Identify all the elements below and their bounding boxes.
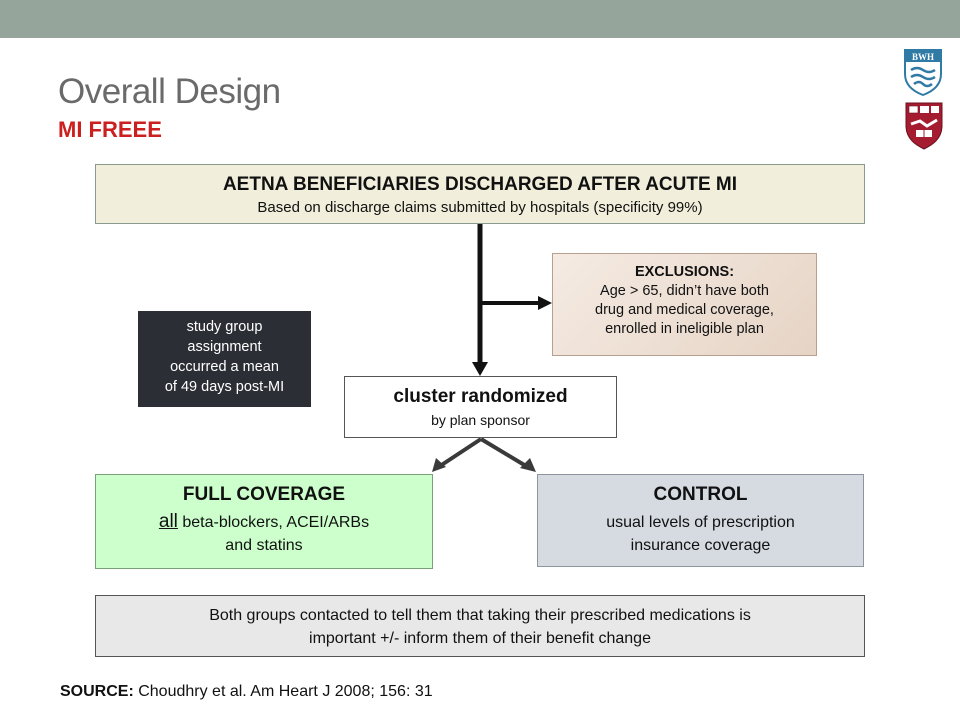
- aetna-heading: AETNA BENEFICIARIES DISCHARGED AFTER ACU…: [222, 174, 738, 195]
- full-coverage-heading: FULL COVERAGE: [182, 484, 346, 505]
- main-flow-arrowhead: [472, 362, 488, 376]
- exclusion-arrowhead: [538, 296, 552, 310]
- study-note-line: of 49 days post-MI: [164, 379, 285, 395]
- study-note-line: assignment: [187, 339, 262, 355]
- control-line2: insurance coverage: [630, 537, 771, 554]
- harvard-shield-icon: [905, 102, 943, 150]
- source-citation: SOURCE: Choudhry et al. Am Heart J 2008;…: [60, 683, 433, 701]
- control-box: CONTROL usual levels of prescription ins…: [537, 474, 864, 567]
- study-note-line: occurred a mean: [170, 359, 279, 375]
- exclusions-line: drug and medical coverage,: [595, 302, 774, 318]
- control-line1: usual levels of prescription: [606, 514, 795, 531]
- randomized-heading: cluster randomized: [393, 386, 568, 407]
- exclusions-line: Age > 65, didn’t have both: [600, 283, 769, 299]
- bwh-shield-icon: BWH: [904, 49, 942, 96]
- slide-title: Overall Design: [58, 72, 281, 111]
- full-coverage-detail-line2: and statins: [225, 537, 303, 554]
- aetna-population-box: AETNA BENEFICIARIES DISCHARGED AFTER ACU…: [95, 164, 865, 224]
- control-heading: CONTROL: [653, 484, 748, 505]
- bwh-logo-text: BWH: [912, 52, 934, 62]
- both-groups-line2: important +/- inform them of their benef…: [309, 630, 651, 647]
- exclusions-heading: EXCLUSIONS:: [634, 264, 735, 280]
- control-detail: usual levels of prescription insurance c…: [538, 511, 863, 557]
- exclusions-line: enrolled in ineligible plan: [605, 321, 764, 337]
- full-coverage-box: FULL COVERAGE all beta-blockers, ACEI/AR…: [95, 474, 433, 569]
- split-arrow-left: [438, 437, 483, 468]
- split-arrow-right: [479, 437, 528, 468]
- study-note-line: study group: [186, 319, 263, 335]
- full-coverage-detail-rest: beta-blockers, ACEI/ARBs: [177, 514, 370, 531]
- full-coverage-detail: all beta-blockers, ACEI/ARBs and statins: [96, 510, 432, 557]
- randomized-detail: by plan sponsor: [431, 412, 530, 428]
- slide-subtitle: MI FREEE: [58, 117, 162, 142]
- source-text: Choudhry et al. Am Heart J 2008; 156: 31: [133, 683, 433, 700]
- study-group-note-box: study group assignment occurred a mean o…: [138, 311, 311, 407]
- full-coverage-all-word: all: [158, 511, 178, 532]
- source-label: SOURCE:: [60, 683, 134, 700]
- both-groups-box: Both groups contacted to tell them that …: [95, 595, 865, 657]
- aetna-detail: Based on discharge claims submitted by h…: [257, 199, 703, 216]
- both-groups-line1: Both groups contacted to tell them that …: [209, 607, 751, 624]
- cluster-randomized-box: cluster randomized by plan sponsor: [344, 376, 617, 438]
- exclusions-box: EXCLUSIONS: Age > 65, didn’t have both d…: [552, 253, 817, 356]
- top-banner: [0, 0, 960, 38]
